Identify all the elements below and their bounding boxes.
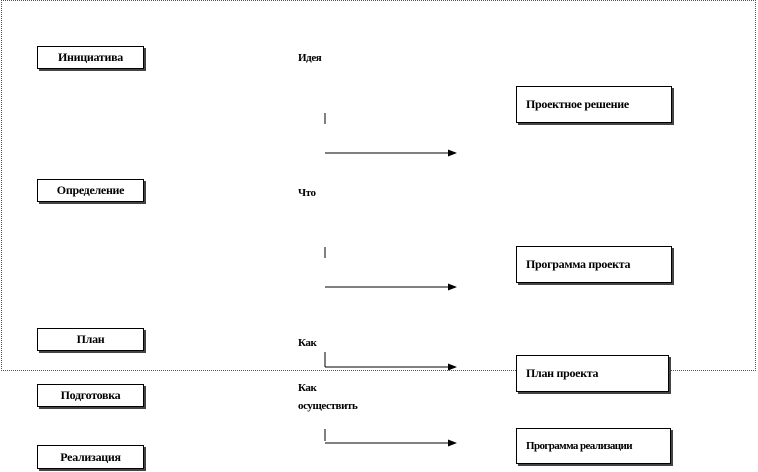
question-label-how-implement-2: осуществить <box>298 400 358 412</box>
stage-box-realization: Реализация <box>37 445 144 469</box>
stage-box-preparation: Подготовка <box>37 384 144 407</box>
stage-label: Определение <box>56 183 125 197</box>
result-box-project-program: Программа проекта <box>516 246 672 283</box>
connector-4 <box>324 429 457 447</box>
result-box-project-decision: Проектное решение <box>516 86 672 123</box>
stage-box-definition: Определение <box>37 179 144 202</box>
stage-label: План <box>76 332 105 346</box>
result-label: План проекта <box>526 366 599 380</box>
result-label: Проектное решение <box>526 97 629 111</box>
question-label-how: Как <box>298 337 317 349</box>
question-label-what: Что <box>298 187 316 199</box>
result-box-realization-program: Программа реализации <box>516 428 671 464</box>
result-label: Программа реализации <box>526 440 633 452</box>
result-box-project-plan: План проекта <box>516 355 669 392</box>
stage-box-initiative: Инициатива <box>37 46 144 69</box>
diagram-frame <box>1 0 756 371</box>
connector-1 <box>324 113 457 157</box>
stage-label: Инициатива <box>58 50 123 64</box>
result-label: Программа проекта <box>526 257 631 271</box>
stage-label: Реализация <box>60 449 121 464</box>
question-label-how-implement-1: Как <box>298 382 317 394</box>
question-label-idea: Идея <box>298 52 322 64</box>
connector-3 <box>324 352 457 371</box>
stage-box-plan: План <box>37 328 144 351</box>
connector-2 <box>324 247 457 291</box>
stage-label: Подготовка <box>60 388 121 402</box>
